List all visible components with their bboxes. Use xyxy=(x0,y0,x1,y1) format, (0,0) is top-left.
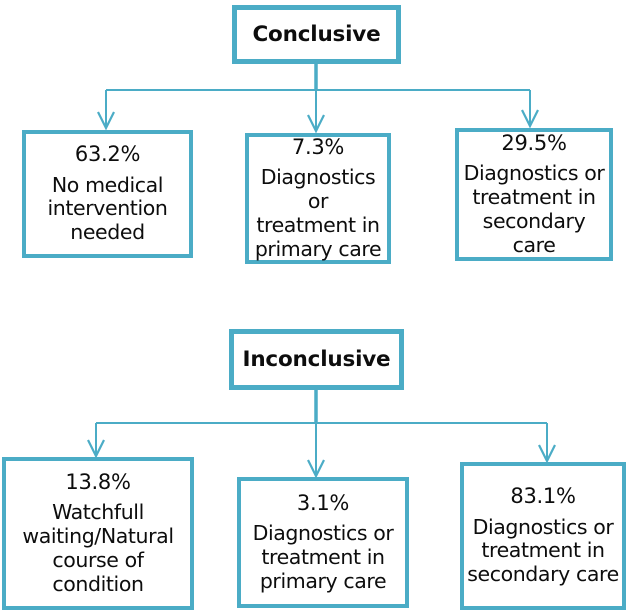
node-percent: 83.1% xyxy=(510,484,576,509)
node-percent: 29.5% xyxy=(501,130,567,155)
arrowhead-inconclusive-mid xyxy=(307,459,325,479)
node-percent: 13.8% xyxy=(65,469,131,494)
node-inconclusive-secondary-care[interactable]: 83.1% Diagnostics or treatment in second… xyxy=(460,462,626,610)
node-description: Diagnostics or treatment in secondary ca… xyxy=(467,514,619,587)
arrowhead-conclusive-right xyxy=(521,109,539,129)
node-percent: 7.3% xyxy=(291,134,345,159)
node-percent: 3.1% xyxy=(296,490,350,515)
arrowhead-inconclusive-right xyxy=(538,444,556,464)
node-description: Diagnostics or treatment in primary care xyxy=(252,521,394,593)
node-percent: 63.2% xyxy=(74,142,141,167)
node-description: Diagnostics or treatment in primary care xyxy=(254,165,382,261)
node-conclusive-secondary-care[interactable]: 29.5% Diagnostics or treatment in second… xyxy=(455,128,613,261)
node-label: Conclusive xyxy=(252,22,381,47)
node-description: Watchfull waiting/Natural course of cond… xyxy=(22,500,174,596)
arrowhead-inconclusive-left xyxy=(87,439,105,459)
node-inconclusive-watchful-waiting[interactable]: 13.8% Watchfull waiting/Natural course o… xyxy=(2,457,194,610)
node-inconclusive-primary-care[interactable]: 3.1% Diagnostics or treatment in primary… xyxy=(237,477,409,608)
node-description: Diagnostics or treatment in secondary ca… xyxy=(463,161,605,257)
node-label: Inconclusive xyxy=(242,347,391,372)
node-description: No medical intervention needed xyxy=(47,172,168,245)
node-conclusive-root[interactable]: Conclusive xyxy=(232,5,401,64)
node-conclusive-primary-care[interactable]: 7.3% Diagnostics or treatment in primary… xyxy=(245,133,391,264)
node-conclusive-no-intervention[interactable]: 63.2% No medical intervention needed xyxy=(22,130,193,258)
arrowhead-conclusive-mid xyxy=(307,114,325,134)
arrowhead-conclusive-left xyxy=(97,111,115,131)
node-inconclusive-root[interactable]: Inconclusive xyxy=(229,329,404,390)
